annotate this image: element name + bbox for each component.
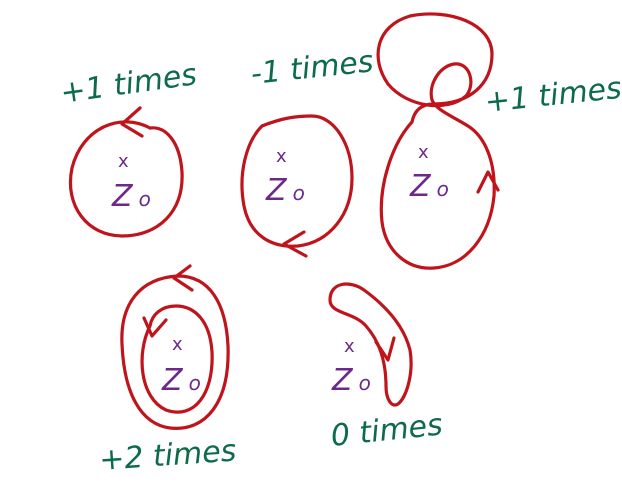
winding-label: +1 times — [58, 57, 199, 111]
direction-arrow — [282, 230, 308, 258]
winding-label: -1 times — [249, 44, 375, 92]
closed-curve — [240, 114, 354, 248]
outer-loop — [120, 274, 230, 430]
point-mark: x — [172, 334, 183, 355]
winding-label: +2 times — [98, 433, 237, 477]
winding-label: +1 times — [483, 71, 622, 120]
direction-arrow — [120, 106, 144, 138]
inner-loop — [140, 304, 214, 414]
direction-arrow — [374, 336, 396, 362]
direction-arrow-outer — [172, 264, 194, 292]
direction-arrow — [476, 170, 500, 194]
point-mark: x — [276, 146, 287, 167]
closed-curve — [68, 120, 184, 238]
direction-arrow-inner — [142, 316, 168, 338]
point-mark: x — [344, 336, 355, 357]
winding-label: 0 times — [329, 407, 444, 454]
point-mark: x — [118, 151, 129, 172]
closed-curve — [328, 282, 413, 407]
closed-curve — [376, 12, 496, 270]
point-mark: x — [418, 142, 429, 163]
